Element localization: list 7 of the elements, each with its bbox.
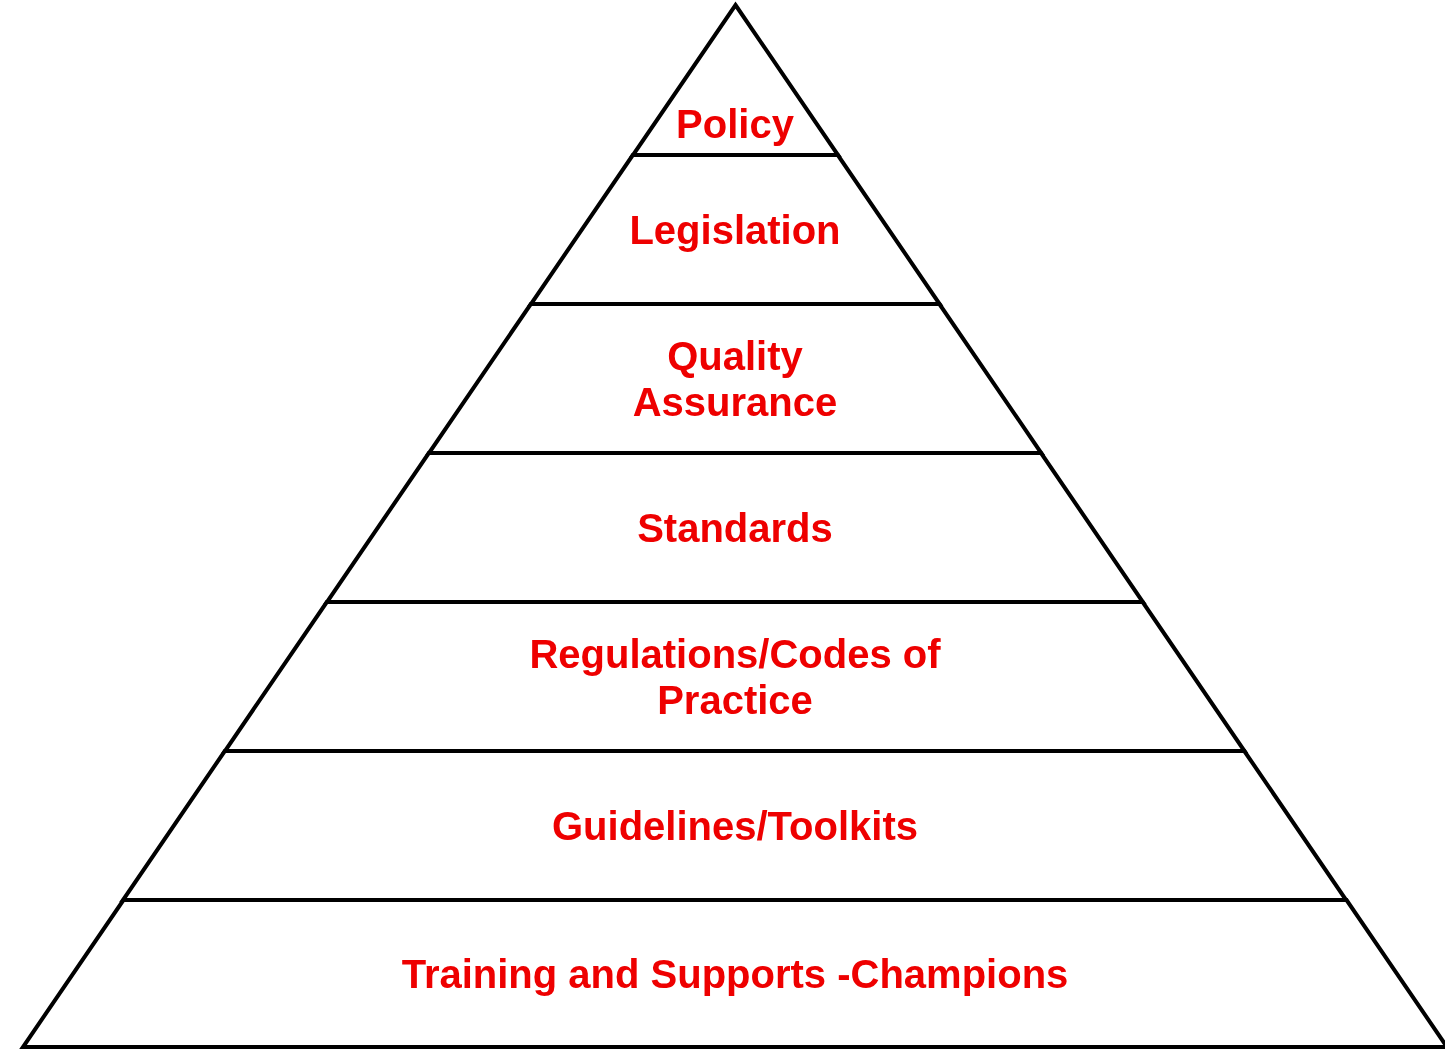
tier-label: Policy xyxy=(676,101,794,147)
tier-label: Quality Assurance xyxy=(631,332,839,425)
tier-label: Guidelines/Toolkits xyxy=(552,802,918,849)
tier-label: Training and Supports -Champions xyxy=(401,950,1069,997)
tier-label: Legislation xyxy=(629,206,841,253)
tier-label: Standards xyxy=(637,504,833,551)
tier-label: Regulations/Codes of Practice xyxy=(528,630,942,723)
